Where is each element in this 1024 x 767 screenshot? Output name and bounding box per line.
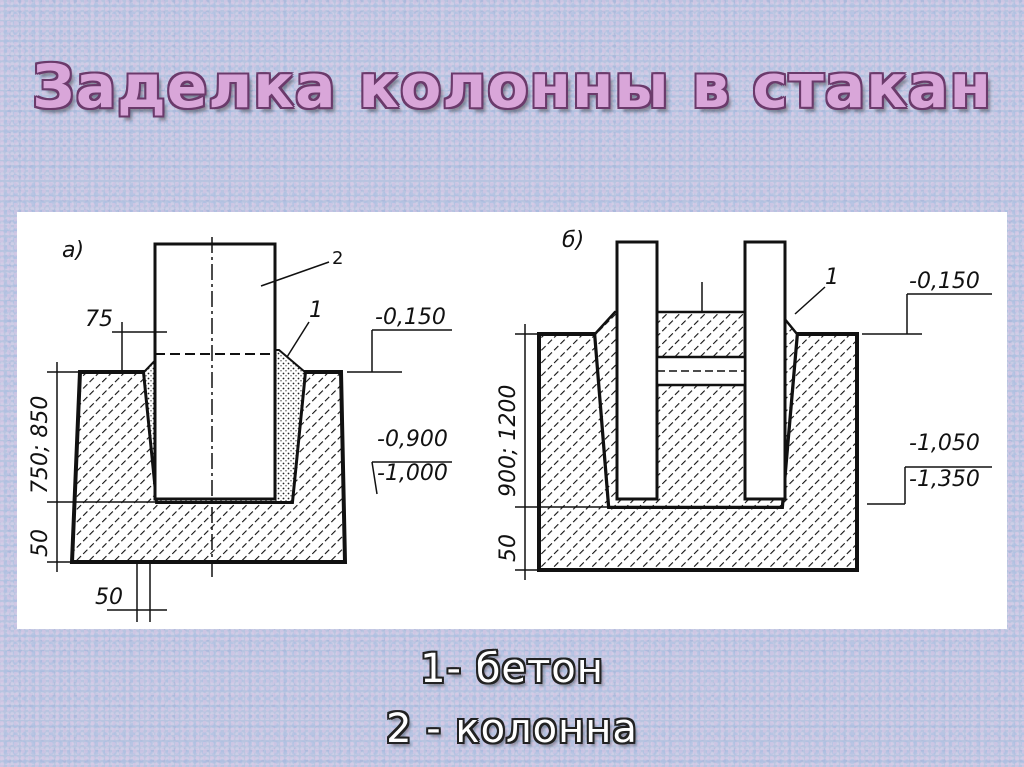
legend-concrete: 1- бетон	[420, 646, 604, 692]
column-b-right-branch	[743, 240, 787, 501]
diagram-b: б) 1 900; 1200 50 -0,150 -1,050 -1,350	[496, 228, 992, 580]
dim-gap-top-a: 75	[85, 307, 113, 332]
elev-mid-a: -0,900	[377, 427, 448, 452]
callout-column-a: 2	[332, 248, 343, 269]
elev-low-a: -1,000	[377, 461, 448, 486]
diagram-a: а) 2 1 75 50 750; 850 50 -0,150 -0,900 -…	[28, 237, 452, 622]
dim-base-a: 50	[28, 529, 53, 557]
callout-concrete-a: 1	[309, 298, 323, 323]
legend-column: 2 - колонна	[386, 706, 638, 752]
elev-top-a: -0,150	[375, 305, 446, 330]
elev-low-b: -1,350	[909, 467, 980, 492]
foundation-drawing: а) 2 1 75 50 750; 850 50 -0,150 -0,900 -…	[28, 228, 992, 622]
dim-depth-b: 900; 1200	[496, 385, 521, 497]
callout-concrete-b: 1	[825, 265, 839, 290]
label-b: б)	[562, 228, 584, 253]
column-b-left-branch	[615, 240, 659, 501]
dim-base-b: 50	[496, 534, 521, 562]
dim-depth-a: 750; 850	[28, 396, 53, 494]
column-a	[153, 242, 277, 501]
drawing-panel: а) 2 1 75 50 750; 850 50 -0,150 -0,900 -…	[17, 212, 1007, 629]
slide-title: Заделка колонны в стакан	[32, 52, 992, 122]
elev-mid-b: -1,050	[909, 431, 980, 456]
label-a: а)	[62, 238, 84, 263]
dim-gap-bottom-a: 50	[95, 585, 123, 610]
elev-top-b: -0,150	[909, 269, 980, 294]
